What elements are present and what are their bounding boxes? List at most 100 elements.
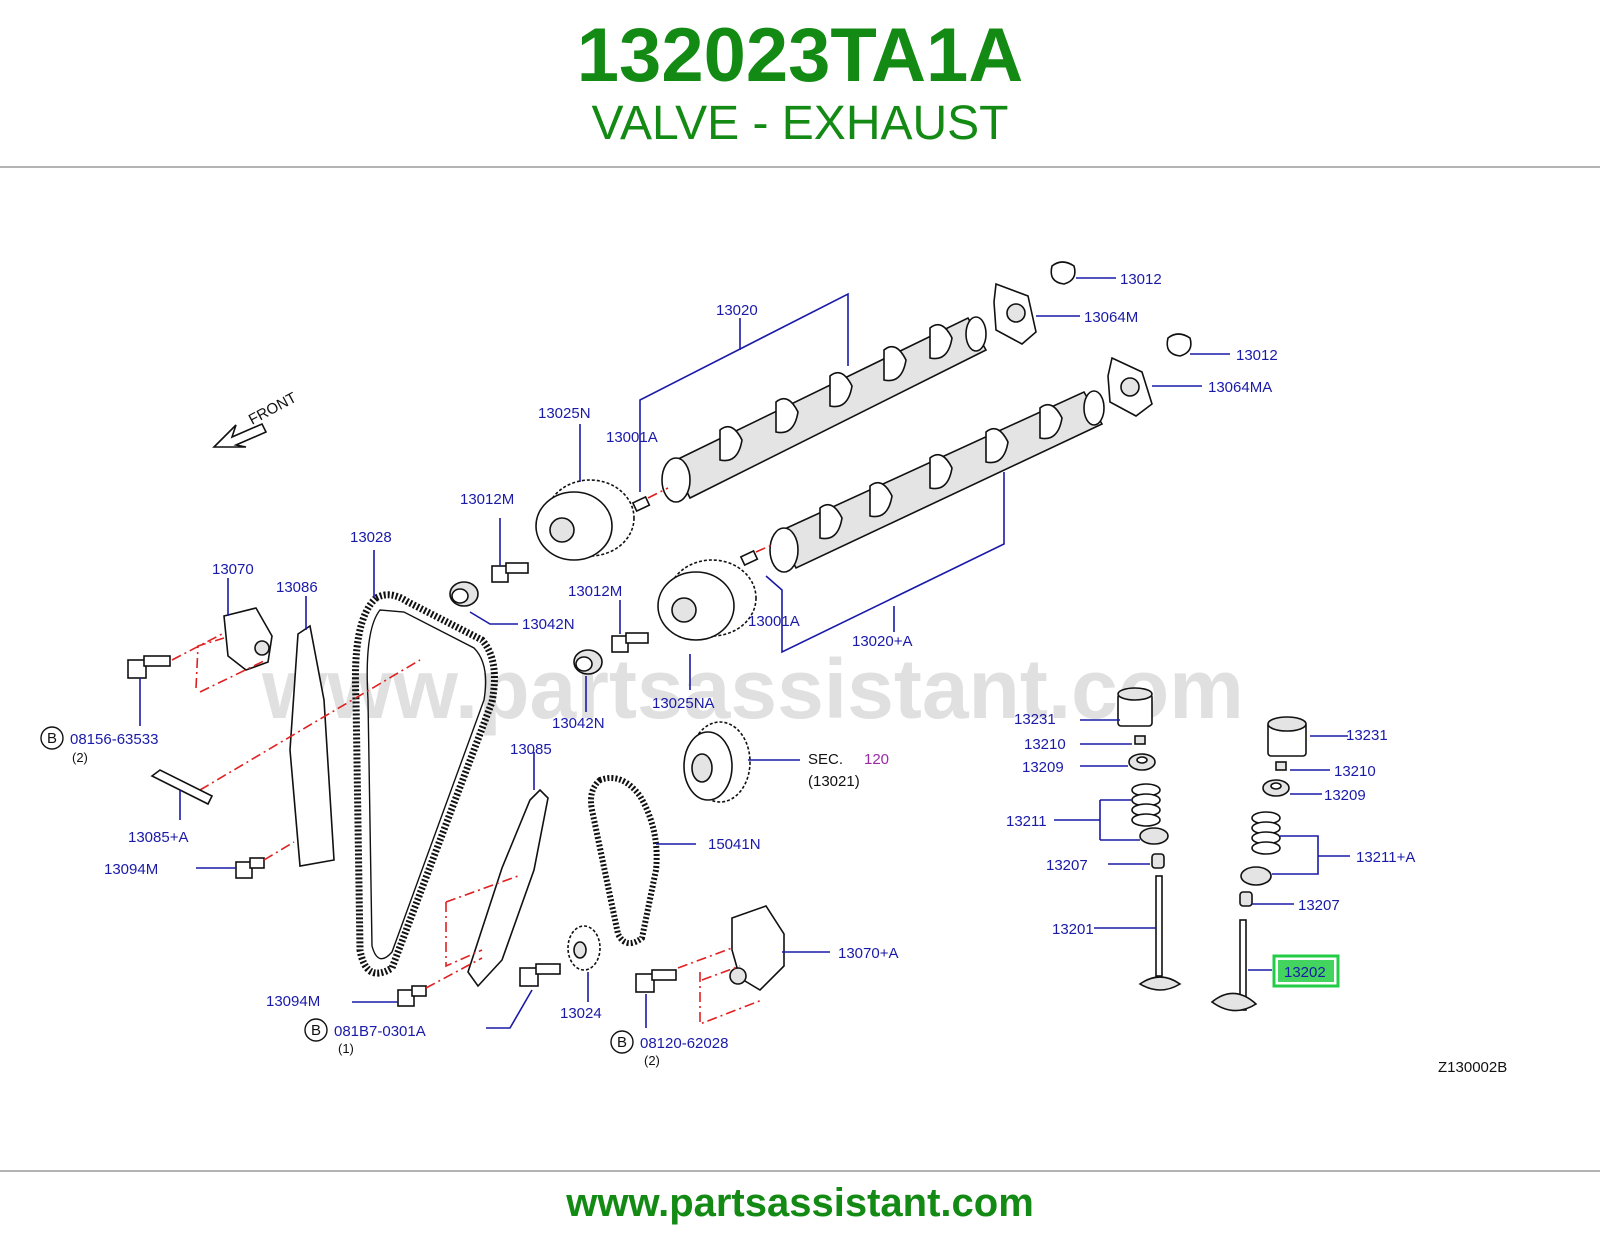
svg-text:B: B — [617, 1034, 627, 1051]
camshaft-lower[interactable] — [769, 390, 1105, 573]
callout-08156-63533: 08156-63533 — [70, 731, 158, 748]
alignment-line — [677, 947, 763, 1026]
collet-13210-right[interactable] — [1275, 761, 1287, 771]
alignment-line — [199, 659, 421, 791]
gear-sec120[interactable] — [683, 721, 751, 803]
valve-spring-13211-left[interactable] — [1131, 783, 1161, 827]
callout-13094m: 13094M — [266, 993, 320, 1010]
callout-13201: 13201 — [1052, 921, 1094, 938]
callout-13064ma: 13064MA — [1208, 379, 1272, 396]
plug-13012-upper[interactable] — [1050, 261, 1076, 285]
alignment-line — [171, 633, 267, 693]
valve-spring-13211a-right[interactable] — [1251, 811, 1281, 855]
bolt-081b7-0301a[interactable] — [519, 963, 561, 987]
signal-plate-13064m[interactable] — [993, 282, 1037, 345]
chain-guide-13086[interactable] — [289, 624, 335, 867]
callout-13202-highlight[interactable]: 13202 — [1272, 954, 1340, 988]
bolt-13012m-upper[interactable] — [491, 562, 529, 583]
front-label: FRONT — [246, 389, 300, 428]
quantity-081b7: (1) — [338, 1041, 354, 1056]
part-name-subtitle: VALVE - EXHAUST — [591, 97, 1009, 150]
alignment-line — [445, 875, 519, 968]
dowel-13001a-lower[interactable] — [739, 549, 759, 567]
tensioner-13070[interactable] — [223, 607, 273, 671]
timing-chain-13028[interactable] — [351, 591, 498, 977]
callout-13001a: 13001A — [748, 613, 800, 630]
pivot-bolt-13094m-center[interactable] — [397, 985, 427, 1007]
callout-13070a: 13070+A — [838, 945, 898, 962]
bolt-13012m-lower[interactable] — [611, 632, 649, 653]
valve-13201[interactable] — [1138, 875, 1182, 991]
diagram-code: Z130002B — [1438, 1059, 1507, 1076]
callout-13207: 13207 — [1046, 857, 1088, 874]
bolt-08156-63533[interactable] — [127, 655, 171, 679]
bracket-13085a[interactable] — [150, 769, 214, 806]
valve-lifter-13231-left[interactable] — [1117, 687, 1153, 727]
quantity-08156: (2) — [72, 750, 88, 765]
callout-15041n: 15041N — [708, 836, 761, 853]
camshaft-upper[interactable] — [661, 316, 988, 503]
callout-13231: 13231 — [1014, 711, 1056, 728]
bolt-marker-08156: B — [40, 726, 64, 750]
callout-13209: 13209 — [1022, 759, 1064, 776]
callout-13012: 13012 — [1120, 271, 1162, 288]
callout-13202[interactable]: 13202 — [1284, 964, 1326, 981]
valve-lifter-13231-right[interactable] — [1267, 716, 1307, 757]
leader-lines — [139, 277, 1350, 1029]
collet-13210-left[interactable] — [1134, 735, 1146, 745]
signal-plate-13064ma[interactable] — [1107, 356, 1153, 417]
alignment-line — [755, 543, 775, 553]
footer-divider — [0, 1170, 1600, 1172]
sprocket-13025na[interactable] — [657, 559, 757, 641]
callout-13012m: 13012M — [568, 583, 622, 600]
footer-url-link[interactable]: www.partsassistant.com — [566, 1181, 1034, 1225]
callout-081b7-0301a: 081B7-0301A — [334, 1023, 426, 1040]
callout-13086: 13086 — [276, 579, 318, 596]
chain-15041n[interactable] — [588, 775, 660, 947]
valve-exhaust-13202[interactable] — [1210, 919, 1258, 1012]
retainer-13209-left[interactable] — [1128, 753, 1156, 771]
callout-13042n: 13042N — [522, 616, 575, 633]
dowel-13001a-upper[interactable] — [631, 495, 651, 513]
bolt-marker-08120: B — [610, 1030, 634, 1054]
callout-13042n: 13042N — [552, 715, 605, 732]
tensioner-13070a[interactable] — [729, 905, 785, 992]
callout-13064m: 13064M — [1084, 309, 1138, 326]
callout-13001a: 13001A — [606, 429, 658, 446]
header-divider — [0, 166, 1600, 168]
plug-13012-lower[interactable] — [1166, 333, 1192, 357]
valve-seal-13207-right[interactable] — [1239, 891, 1253, 907]
sec-prefix: SEC. — [808, 751, 843, 768]
alignment-line — [263, 841, 295, 861]
callout-13209: 13209 — [1324, 787, 1366, 804]
quantity-08120: (2) — [644, 1053, 660, 1068]
callout-13020a: 13020+A — [852, 633, 912, 650]
front-arrow-icon — [212, 422, 268, 448]
retainer-13209-right[interactable] — [1262, 779, 1290, 797]
parts-diagram: www.partsassistant.com FRONT — [40, 261, 1507, 1076]
callout-13085a: 13085+A — [128, 829, 188, 846]
valve-seal-13207-left[interactable] — [1151, 853, 1165, 869]
spring-seat-13211a-right[interactable] — [1240, 866, 1272, 886]
sec-sub: (13021) — [808, 773, 860, 790]
callout-13028: 13028 — [350, 529, 392, 546]
slack-guide-13085[interactable] — [467, 788, 549, 988]
seal-13042n-lower[interactable] — [573, 649, 603, 675]
callout-13210: 13210 — [1024, 736, 1066, 753]
sprocket-13025n[interactable] — [535, 479, 635, 561]
bolt-08120-62028[interactable] — [635, 969, 677, 993]
callout-13012m: 13012M — [460, 491, 514, 508]
callout-13025n: 13025N — [538, 405, 591, 422]
callout-13094m: 13094M — [104, 861, 158, 878]
callout-08120-62028: 08120-62028 — [640, 1035, 728, 1052]
pivot-bolt-13094m-left[interactable] — [235, 857, 265, 879]
watermark-text: www.partsassistant.com — [261, 642, 1244, 736]
callout-13070: 13070 — [212, 561, 254, 578]
spring-seat-13211-left[interactable] — [1139, 827, 1169, 845]
svg-text:B: B — [311, 1022, 321, 1039]
callout-13012: 13012 — [1236, 347, 1278, 364]
seal-13042n-upper[interactable] — [449, 581, 479, 607]
page-header: 132023TA1A VALVE - EXHAUST — [0, 0, 1600, 168]
callout-13211: 13211 — [1006, 813, 1047, 830]
crank-sprocket-13024[interactable] — [567, 925, 601, 971]
